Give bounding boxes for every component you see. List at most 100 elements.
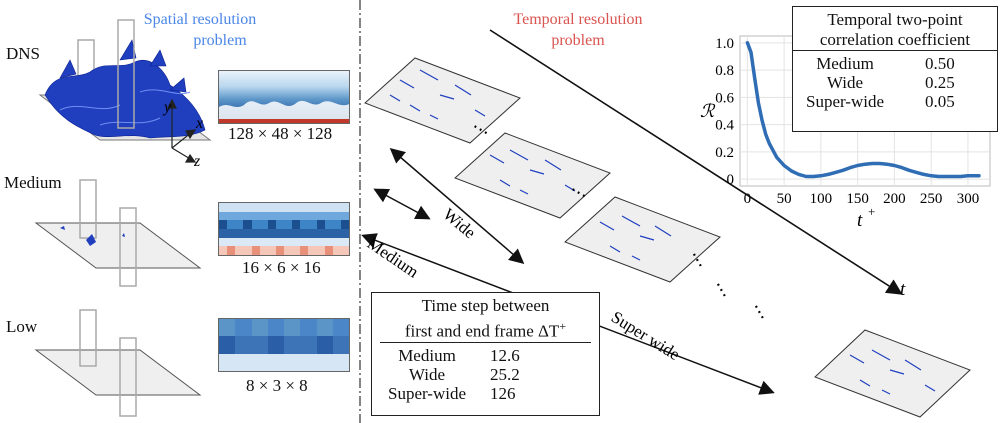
field-cell — [275, 237, 284, 247]
timestep-table-header-line1: Time step between — [421, 296, 550, 315]
field-cell — [292, 211, 301, 221]
field-cell — [316, 319, 333, 337]
field-cell — [300, 211, 309, 221]
level-label-medium: Medium — [4, 173, 62, 192]
field-cell — [332, 336, 349, 354]
field-cell — [267, 220, 276, 229]
field-cell — [308, 237, 317, 247]
timestep-table-header-line2: first and end frame ΔT+ — [380, 316, 591, 343]
y-tick-label: 0.4 — [715, 118, 734, 134]
field-cell — [316, 220, 325, 229]
x-axis-label-sup: + — [868, 204, 875, 219]
timestep-row-name: Medium — [398, 345, 456, 365]
timestep-row-name: Wide — [408, 364, 446, 384]
field-cell — [251, 220, 260, 229]
field-cell — [332, 203, 341, 212]
temporal-title: Temporal resolution problem — [478, 9, 678, 51]
field-cell — [235, 220, 244, 229]
timestep-table: Time step between first and end frame ΔT… — [371, 292, 600, 416]
axis-x-label: x — [195, 115, 203, 132]
field-cell — [284, 246, 293, 255]
medium-grid-size: 16 × 6 × 16 — [242, 258, 321, 277]
axis-z-label: z — [193, 153, 201, 170]
field-cell — [251, 336, 268, 354]
field-cell — [308, 203, 317, 212]
field-cell — [251, 237, 260, 247]
field-cell — [251, 353, 268, 371]
medium-span-label: Medium — [364, 234, 422, 282]
field-cell — [235, 229, 244, 238]
correlation-row-super-wide: Super-wide 0.05 — [793, 92, 997, 111]
field-cell — [219, 211, 228, 221]
field-cell — [332, 319, 349, 337]
timestep-row-value: 12.6 — [490, 345, 520, 365]
field-cell — [243, 203, 252, 212]
field-cell — [316, 237, 325, 247]
field-cell — [227, 211, 236, 221]
temporal-diagram: ⋯ ⋯ ⋯ ⋯ ⋯ t Medium Wide Super wide — [361, 29, 971, 418]
field-cell — [292, 203, 301, 212]
field-cell — [284, 237, 293, 247]
field-cell — [243, 237, 252, 247]
field-cell — [267, 203, 276, 212]
x-tick-label: 150 — [846, 191, 869, 207]
field-cell — [219, 319, 236, 337]
field-cell — [275, 211, 284, 221]
field-cell — [284, 211, 293, 221]
field-cell — [340, 229, 349, 238]
field-cell — [292, 237, 301, 247]
field-cell — [243, 246, 252, 255]
field-cell — [275, 203, 284, 212]
field-cell — [235, 246, 244, 255]
x-axis-label: t — [857, 210, 863, 231]
field-cell — [300, 319, 317, 337]
y-tick-label: 0.6 — [715, 90, 734, 106]
field-cell — [324, 220, 333, 229]
field-cell — [340, 246, 349, 255]
field-cell — [251, 229, 260, 238]
x-tick-label: 0 — [744, 191, 752, 207]
field-cell — [259, 203, 268, 212]
medium-field-snapshot — [218, 202, 350, 256]
field-cell — [227, 229, 236, 238]
field-cell — [251, 319, 268, 337]
correlation-table: Temporal two-point correlation coefficie… — [792, 6, 998, 132]
correlation-row-value: 0.25 — [925, 73, 955, 92]
field-cell — [235, 319, 252, 337]
field-cell — [275, 246, 284, 255]
field-cell — [259, 229, 268, 238]
field-cell — [308, 246, 317, 255]
field-cell — [243, 220, 252, 229]
timestep-row-super-wide: Super-wide 126 — [372, 384, 599, 403]
wide-span-label: Wide — [439, 205, 479, 243]
field-cell — [332, 211, 341, 221]
field-cell — [324, 211, 333, 221]
field-cell — [300, 237, 309, 247]
y-tick-label: 0.8 — [715, 63, 734, 79]
field-cell — [219, 336, 236, 354]
x-tick-label: 100 — [810, 191, 833, 207]
y-axis-label: ℛ — [700, 101, 716, 121]
frame-2 — [454, 132, 611, 219]
field-cell — [227, 203, 236, 212]
field-cell — [235, 237, 244, 247]
x-tick-label: 300 — [957, 191, 980, 207]
field-cell — [235, 336, 252, 354]
temporal-title-line2: problem — [551, 32, 605, 49]
field-cell — [267, 229, 276, 238]
ellipsis-4: ⋯ — [709, 277, 735, 303]
x-tick-label: 200 — [883, 191, 906, 207]
medium-span-arrow — [373, 188, 431, 220]
timestep-row-name: Super-wide — [387, 383, 467, 403]
field-cell — [251, 211, 260, 221]
field-cell — [324, 203, 333, 212]
x-tick-label: 250 — [920, 191, 943, 207]
field-cell — [219, 237, 228, 247]
field-cell — [292, 246, 301, 255]
temporal-title-line1: Temporal resolution — [513, 11, 643, 28]
ellipsis-5: ⋯ — [747, 299, 773, 325]
field-cell — [308, 220, 317, 229]
axis-y-label: y — [162, 99, 172, 116]
field-cell — [300, 246, 309, 255]
field-cell — [340, 220, 349, 229]
